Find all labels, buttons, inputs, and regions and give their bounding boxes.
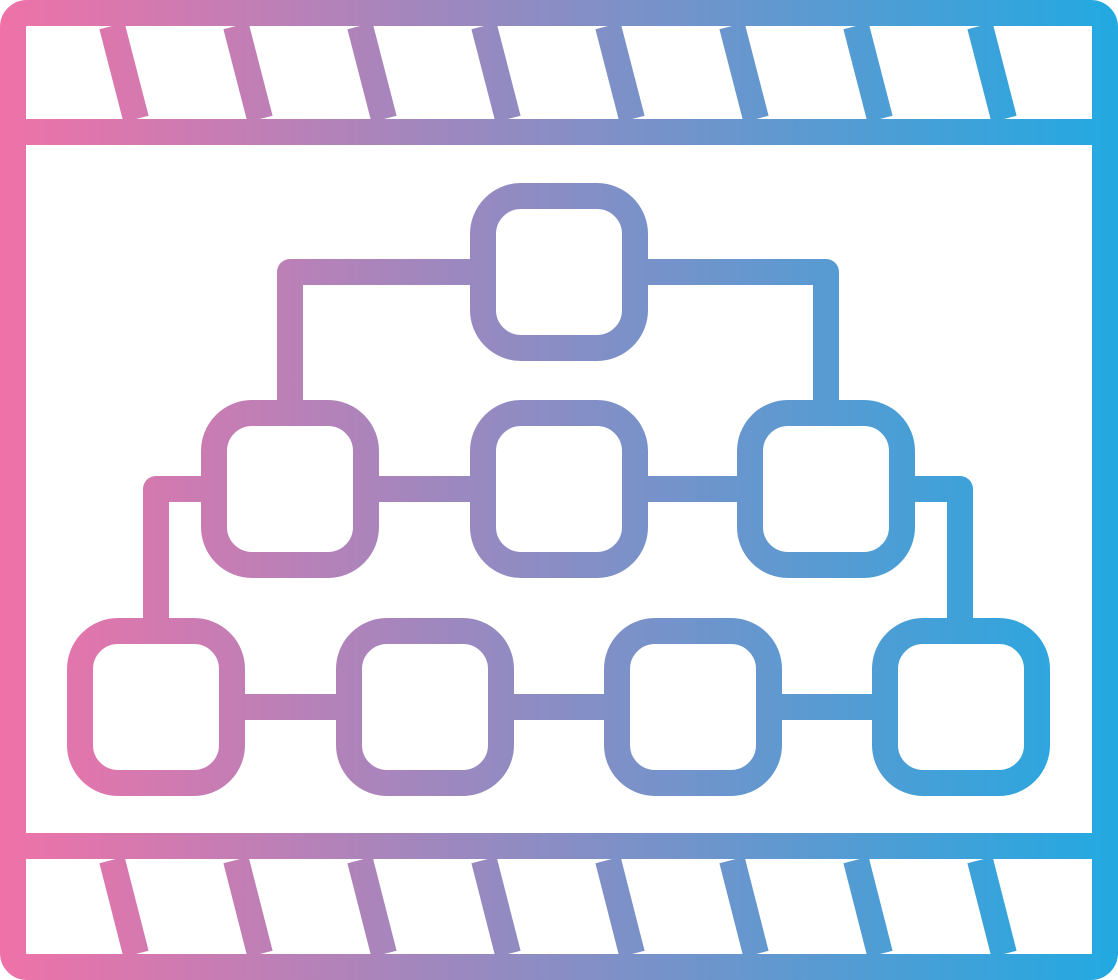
connector-root-left bbox=[277, 259, 483, 413]
connector-root-right bbox=[635, 259, 839, 413]
connector-mid-left-bottom-left bbox=[143, 476, 214, 631]
perforation-slash bbox=[471, 856, 521, 958]
perforation-slash bbox=[595, 22, 645, 123]
perforation-slash bbox=[843, 856, 893, 958]
node-root bbox=[470, 183, 648, 361]
perforation-slash bbox=[967, 856, 1017, 958]
perforation-slash bbox=[99, 22, 149, 123]
node-mid-left bbox=[201, 400, 379, 578]
top-perforation-slashes bbox=[99, 22, 1017, 123]
perforation-slash bbox=[347, 22, 397, 123]
node-mid-center bbox=[470, 400, 648, 578]
perforation-slash bbox=[223, 856, 273, 958]
perforation-slash bbox=[843, 22, 893, 123]
node-mid-right bbox=[737, 400, 915, 578]
perforation-slash bbox=[719, 22, 769, 123]
perforation-slash bbox=[99, 856, 149, 958]
connector-mid-right-bottom-right bbox=[902, 476, 973, 631]
node-bottom-1 bbox=[67, 618, 245, 796]
perforation-slash bbox=[595, 856, 645, 958]
perforation-slash bbox=[471, 22, 521, 123]
perforation-slash bbox=[967, 22, 1017, 123]
perforation-slash bbox=[347, 856, 397, 958]
node-bottom-4 bbox=[872, 618, 1050, 796]
node-bottom-3 bbox=[604, 618, 782, 796]
perforation-slash bbox=[719, 856, 769, 958]
bottom-perforation-slashes bbox=[99, 856, 1017, 958]
node-bottom-2 bbox=[336, 618, 514, 796]
perforation-slash bbox=[223, 22, 273, 123]
